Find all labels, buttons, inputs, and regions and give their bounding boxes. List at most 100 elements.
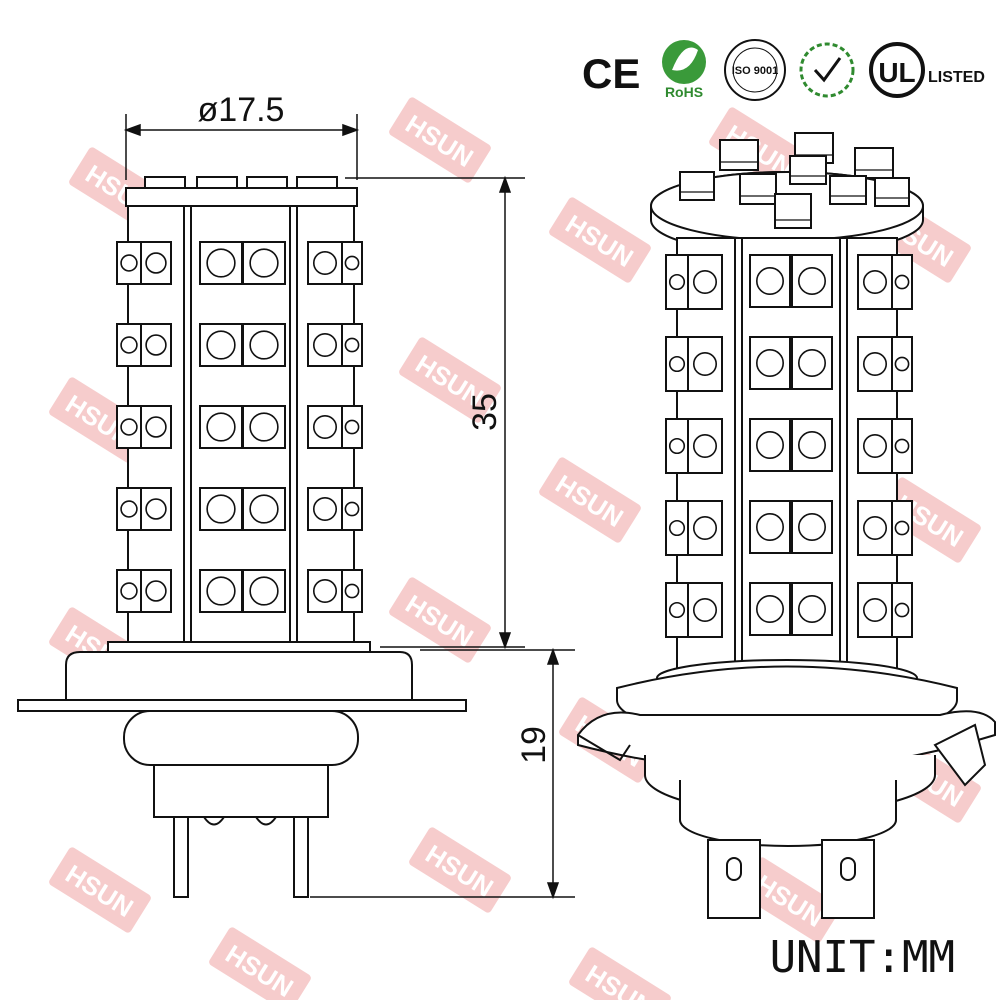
front-led (341, 569, 363, 613)
front-led (116, 241, 142, 285)
ce-mark-icon: CE (582, 50, 640, 97)
side-led (749, 582, 791, 636)
svg-text:ISO 9001: ISO 9001 (732, 65, 778, 77)
side-led (857, 582, 893, 638)
side-led (749, 500, 791, 554)
watermark-stamp: HSUN (389, 577, 491, 663)
top-led-chip (854, 147, 894, 179)
front-led (140, 323, 172, 367)
front-led (199, 569, 243, 613)
front-led (307, 241, 343, 285)
top-led-chip (829, 175, 867, 205)
side-led (687, 500, 723, 556)
diameter-label: ø17.5 (198, 91, 285, 129)
front-top-stud (144, 176, 186, 189)
perspective-view (577, 132, 996, 919)
front-led (307, 487, 343, 531)
side-led (891, 582, 913, 638)
watermark-stamp: HSUN (209, 927, 311, 1000)
front-led (307, 405, 343, 449)
top-led-chip (719, 139, 759, 171)
front-led (341, 241, 363, 285)
front-pin (293, 816, 309, 898)
watermark-stamp: HSUN (539, 457, 641, 543)
side-led (791, 418, 833, 472)
side-led (891, 500, 913, 556)
front-top-stud (296, 176, 338, 189)
front-top-stud (196, 176, 238, 189)
top-led-chip (774, 193, 812, 229)
front-collar (65, 651, 413, 701)
side-led (857, 500, 893, 556)
front-led (116, 569, 142, 613)
front-view (17, 176, 467, 898)
side-led (857, 418, 893, 474)
top-led-chip (679, 171, 715, 201)
base-length-label: 19 (515, 726, 553, 764)
top-led-chip (789, 155, 827, 185)
side-tab-left (577, 734, 631, 762)
front-socket (153, 764, 329, 818)
front-led (116, 487, 142, 531)
dimension-lines (123, 114, 575, 900)
side-led-grid (665, 254, 913, 638)
side-led (857, 336, 893, 392)
svg-text:LISTED: LISTED (928, 69, 985, 86)
front-led-grid (116, 241, 363, 613)
side-led (749, 254, 791, 308)
front-flange (17, 699, 467, 712)
iso-mark-icon: ISO 9001 (724, 39, 786, 101)
watermark-stamp: HSUN (49, 847, 151, 933)
front-led (242, 323, 286, 367)
side-led (891, 418, 913, 474)
unit-label: UNIT:MM (770, 932, 955, 983)
front-socket-bump (203, 816, 225, 826)
side-led (665, 582, 689, 638)
top-led-chip (874, 177, 910, 207)
front-led (242, 569, 286, 613)
side-led (791, 582, 833, 636)
front-top-stud (246, 176, 288, 189)
front-led (140, 405, 172, 449)
side-led (891, 254, 913, 310)
side-tab (933, 723, 987, 787)
ul-mark-icon: UL LISTED (869, 42, 985, 98)
front-led (242, 487, 286, 531)
side-led (665, 336, 689, 392)
rohs-mark-icon: RoHS (662, 40, 706, 100)
front-led (116, 323, 142, 367)
side-led (891, 336, 913, 392)
watermark-stamp: HSUN (389, 97, 491, 183)
side-socket (679, 780, 897, 847)
side-led (665, 418, 689, 474)
watermark-stamp: HSUN (549, 197, 651, 283)
front-led (341, 487, 363, 531)
side-led (687, 336, 723, 392)
side-led (791, 336, 833, 390)
side-led (665, 254, 689, 310)
side-led (687, 418, 723, 474)
front-led (199, 405, 243, 449)
front-led (307, 323, 343, 367)
watermark-stamp: HSUN (409, 827, 511, 913)
front-led (140, 241, 172, 285)
side-led (857, 254, 893, 310)
side-led (687, 582, 723, 638)
front-led (341, 405, 363, 449)
certifications: CE RoHS ISO 9001 UL LISTED (582, 39, 985, 101)
front-led (242, 405, 286, 449)
front-pin (173, 816, 189, 898)
front-led (116, 405, 142, 449)
top-led-chip (739, 173, 777, 205)
side-led (749, 418, 791, 472)
svg-text:RoHS: RoHS (665, 84, 703, 100)
length-label: 35 (466, 393, 504, 431)
front-led (140, 487, 172, 531)
front-socket-bump (255, 816, 277, 826)
quality-check-mark-icon (799, 42, 855, 98)
front-base-ring (123, 710, 359, 766)
front-led (199, 487, 243, 531)
watermark-stamp: HSUN (569, 947, 671, 1000)
side-led (749, 336, 791, 390)
